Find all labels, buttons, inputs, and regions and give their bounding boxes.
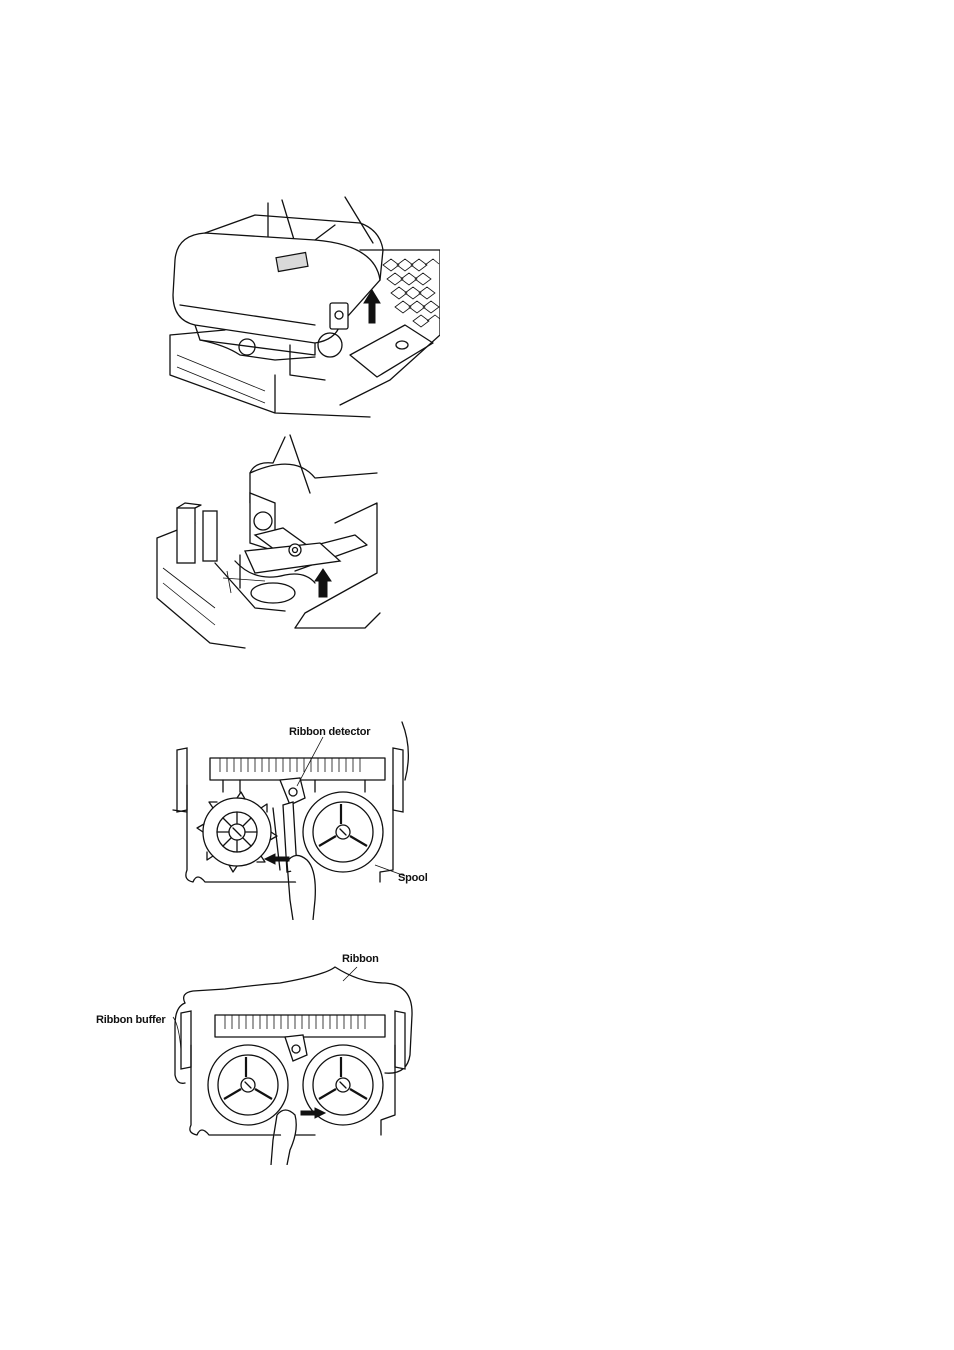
print-head-illustration [155,433,385,653]
label-ribbon-buffer: Ribbon buffer [96,1014,166,1026]
figure-lift-print-head [155,433,385,653]
figure-thread-ribbon: Ribbon Ribbon buffer [85,955,435,1165]
printer-cover-illustration [165,195,440,420]
figure-remove-spool: Ribbon detector Spool [165,720,445,920]
label-spool: Spool [398,872,428,884]
figure-open-printer-cover [165,195,440,420]
ribbon-threading-illustration [85,955,435,1165]
spool-removal-illustration [165,720,445,920]
label-ribbon-detector: Ribbon detector [289,726,370,738]
label-ribbon: Ribbon [342,953,379,965]
